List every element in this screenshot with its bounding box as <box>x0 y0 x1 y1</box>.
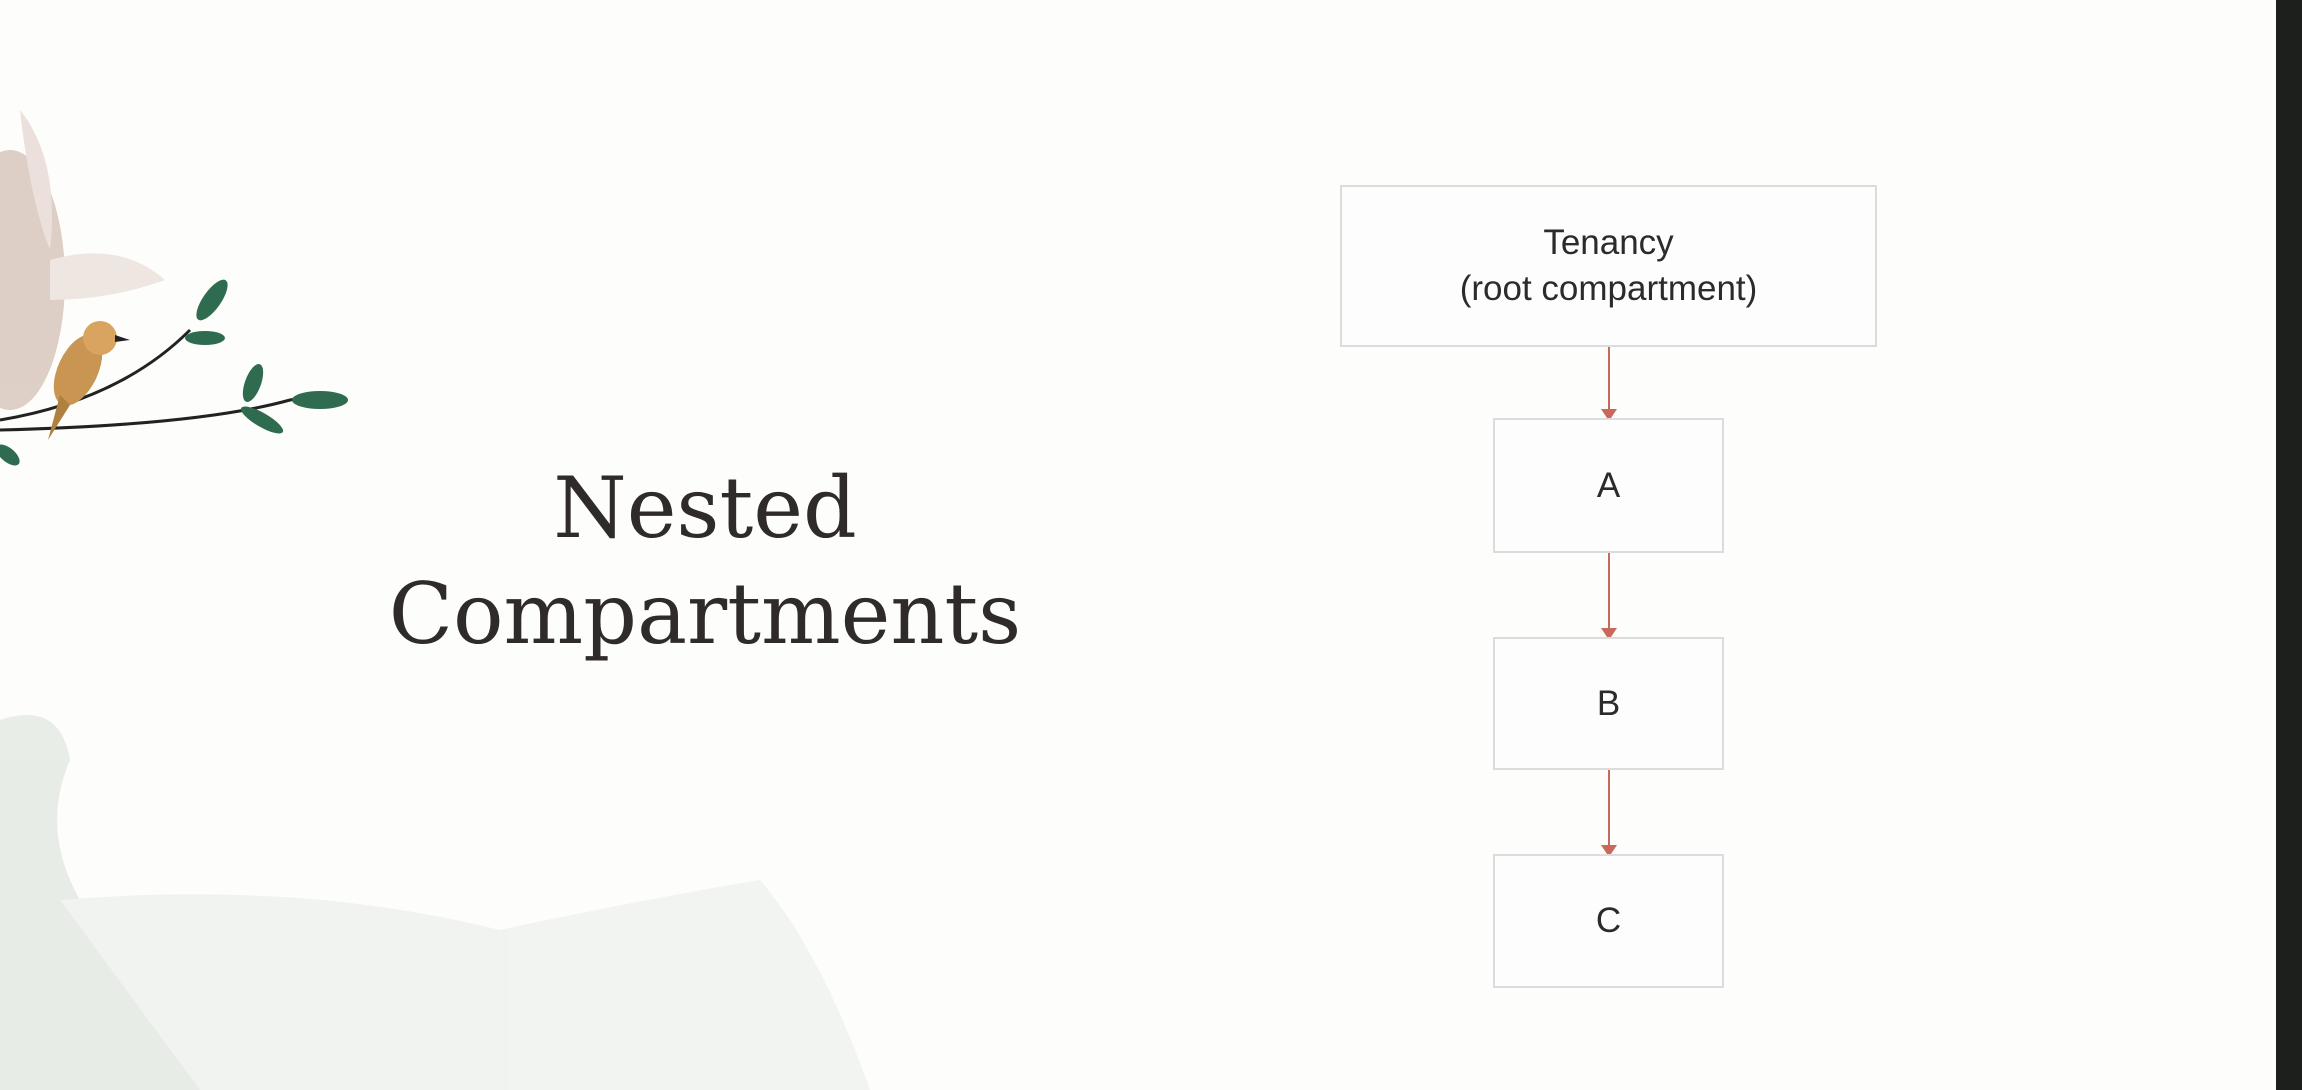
arrow-a-to-b <box>1601 553 1617 640</box>
title-line-2: Compartments <box>388 565 1022 663</box>
ground-illustration <box>0 715 870 1090</box>
arrow-b-to-c <box>1601 770 1617 857</box>
node-b-label: B <box>1596 683 1621 723</box>
bird-illustration <box>48 321 130 440</box>
node-c-label: C <box>1595 901 1622 940</box>
nest-illustration <box>0 110 165 410</box>
arrow-tenancy-to-a <box>1601 347 1617 421</box>
window-edge-bar <box>2276 0 2302 1090</box>
node-b: B <box>1493 637 1724 770</box>
node-a: A <box>1493 418 1724 553</box>
node-tenancy: Tenancy (root compartment) <box>1340 185 1877 347</box>
node-c: C <box>1493 854 1724 988</box>
node-tenancy-sublabel: (root compartment) <box>1459 269 1758 308</box>
title-line-1: Nested <box>553 459 857 557</box>
node-a-label: A <box>1596 465 1621 505</box>
node-tenancy-label: Tenancy <box>1543 223 1674 262</box>
slide-title: Nested Compartments <box>305 455 1105 667</box>
leaves-illustration <box>0 279 348 466</box>
